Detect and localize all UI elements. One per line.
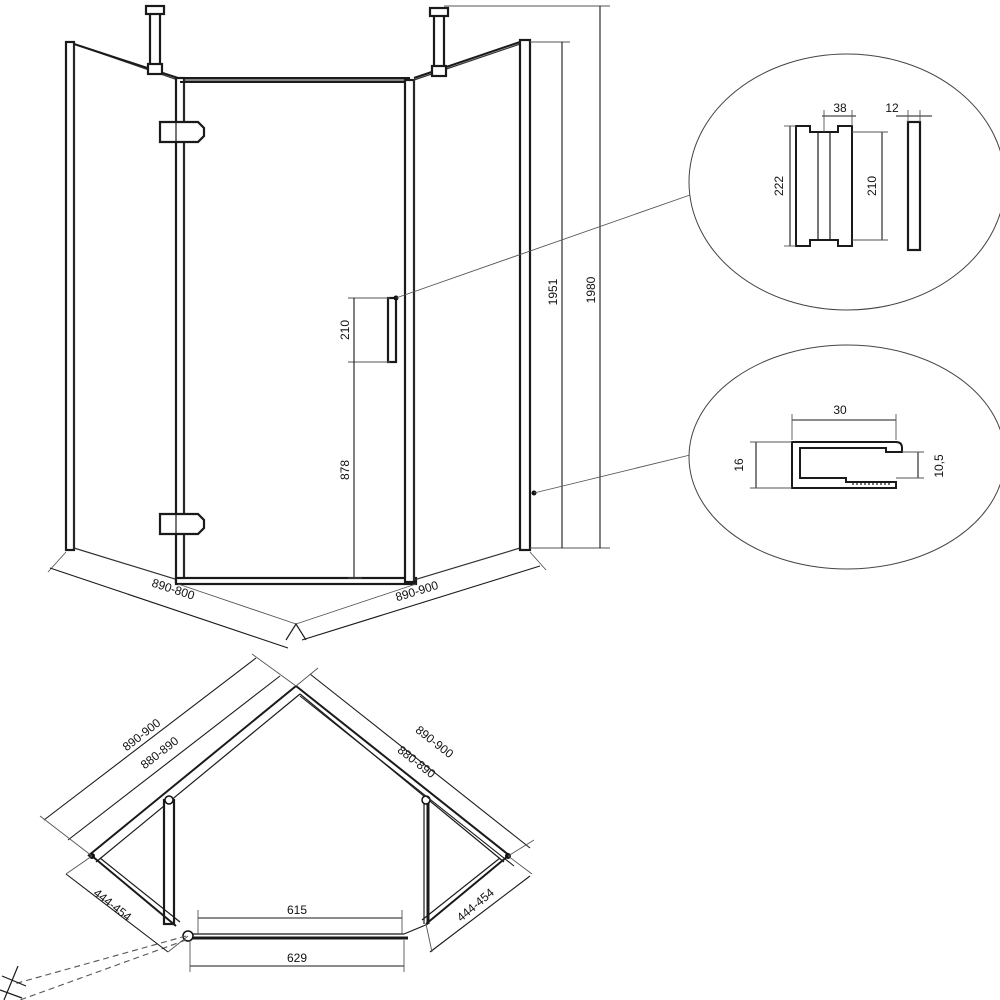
- plan-door: [182, 923, 429, 942]
- height-dimension-lines: [444, 5, 610, 549]
- handle-dimension-lines: [348, 297, 390, 579]
- right-support-bar: [428, 6, 450, 78]
- door-swing-indicator: [0, 935, 187, 1000]
- profile-height-label: 16: [732, 458, 746, 472]
- plan-right-fixed-label: 444-454: [454, 885, 497, 924]
- plan-right-wall: [295, 685, 511, 857]
- handle-height-label: 878: [338, 460, 352, 480]
- plan-dimension-lines: [39, 653, 535, 972]
- hinge-top: [158, 120, 206, 144]
- handle-overall-length-label: 222: [772, 176, 786, 196]
- profile-width-label: 30: [833, 403, 847, 417]
- profile-callout-leader: [533, 454, 691, 494]
- handle-grip-length-label: 210: [865, 176, 879, 196]
- hinge-bottom: [158, 512, 206, 536]
- door-panel: [174, 76, 418, 586]
- plan-door-inner-label: 615: [287, 903, 307, 917]
- plan-left-fixed-label: 444-454: [91, 886, 135, 924]
- plan-right-fixed-panel: [421, 795, 431, 924]
- profile-detail-callout: 30 16 10,5: [688, 344, 1000, 570]
- handle-thickness-label: 12: [885, 101, 899, 115]
- height-1951-label: 1951: [546, 278, 560, 305]
- plan-left-wall: [87, 685, 297, 857]
- plan-view: 890-900 880-890 890-900 880-890 444-454 …: [0, 653, 535, 1000]
- handle-depth-label: 38: [833, 101, 847, 115]
- elevation-view: 210 878 1951 1980 890-800 890-900: [47, 4, 691, 649]
- right-fixed-panel: [403, 38, 532, 584]
- handle-callout-leader: [395, 194, 691, 299]
- profile-inner-height-label: 10,5: [932, 454, 946, 478]
- handle-length-label: 210: [338, 320, 352, 340]
- width-dimension-lines: [47, 551, 547, 649]
- plan-left-fixed-panel: [162, 795, 176, 926]
- door-handle: [386, 295, 399, 364]
- plan-door-outer-label: 629: [287, 951, 307, 965]
- handle-detail-callout: 38 12 222 210: [688, 53, 1000, 311]
- height-1980-label: 1980: [584, 276, 598, 303]
- left-support-bar: [144, 4, 166, 76]
